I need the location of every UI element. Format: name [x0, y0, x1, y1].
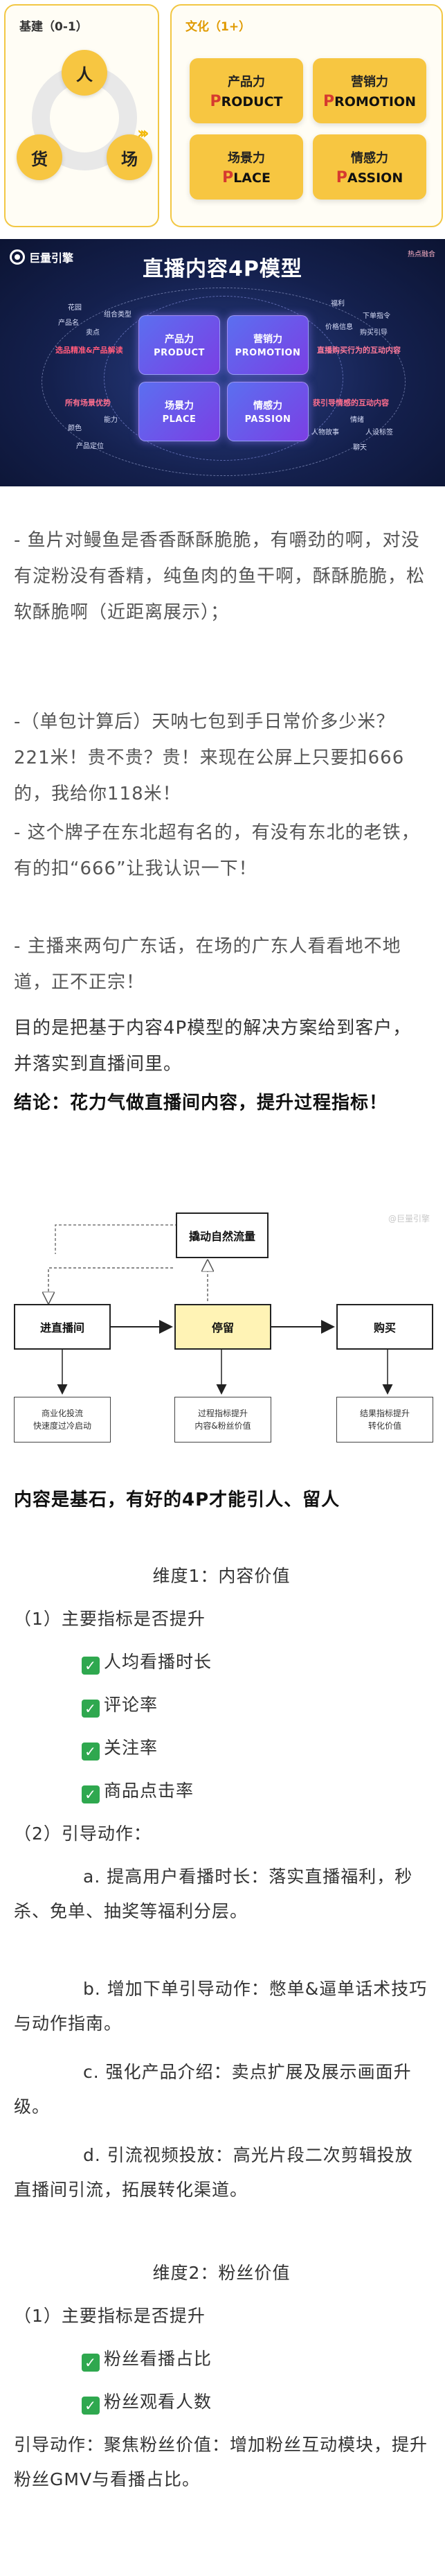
- script-paragraph-2: -（单包计算后）天呐七包到手日常价多少米？221米！贵不贵？贵！来现在公屏上只要…: [14, 712, 405, 804]
- bl-label: 所有场景优势: [65, 398, 111, 407]
- product-card: 产品力 PRODUCT: [190, 58, 303, 123]
- tl-item: 组合类型: [104, 311, 131, 319]
- figure-title: 直播内容4P模型: [143, 257, 302, 281]
- checklist-item: ✓商品点击率: [14, 1774, 428, 1808]
- check-icon: ✓: [82, 2397, 100, 2415]
- dimension-1-question: （1）主要指标是否提升: [14, 1609, 206, 1629]
- base-culture-figure: 基建（0-1） 人 货 场 ››› 文化（1+） 产品力 PRODUCT 营销力…: [0, 0, 445, 236]
- script-paragraph-4: - 主播来两句广东话，在场的广东人看看地不地道，正不正宗！: [14, 936, 401, 993]
- tr-item: 下单指令: [363, 312, 390, 320]
- base-title: 基建（0-1）: [19, 20, 88, 34]
- card-en: PROMOTION: [323, 92, 417, 110]
- promotion-card: 营销力 PROMOTION: [313, 58, 426, 123]
- check-icon: ✓: [82, 2354, 100, 2372]
- action-b: b. 增加下单引导动作：憋单&逼单话术技巧与动作指南。: [14, 1979, 428, 2034]
- action-c: c. 强化产品介绍：卖点扩展及展示画面升级。: [14, 2062, 412, 2117]
- card-cn: 情感力: [351, 150, 388, 166]
- organic-traffic-box: 撬动自然流量: [176, 1212, 269, 1258]
- check-icon: ✓: [82, 1700, 100, 1718]
- conclusion-paragraph: 结论：花力气做直播间内容，提升过程指标！: [14, 1093, 388, 1113]
- watermark: @巨量引擎: [388, 1214, 430, 1224]
- tr-label: 直播购买行为的互动内容: [317, 346, 401, 355]
- logo-text: 巨量引擎: [29, 252, 74, 265]
- outer-orbit: [42, 288, 406, 476]
- dimension-2-question: （1）主要指标是否提升: [14, 2306, 206, 2326]
- action-a: a. 提高用户看播时长：落实直播福利，秒杀、免单、抽奖等福利分层。: [14, 1867, 413, 1921]
- tl-item: 产品名: [58, 319, 79, 327]
- culture-panel: 文化（1+） 产品力 PRODUCT 营销力 PROMOTION 场景力 PLA…: [170, 4, 443, 227]
- tr-item: 价格信息: [325, 324, 353, 331]
- bl-item: 能力: [104, 416, 118, 424]
- tl-item: 卖点: [86, 329, 100, 337]
- enter-room-box: 进直播间: [14, 1304, 111, 1350]
- checklist-item: ✓粉丝观看人数: [14, 2385, 428, 2419]
- check-icon: ✓: [82, 1785, 100, 1803]
- br-label: 获引导情感的互动内容: [313, 398, 389, 407]
- checklist-item: ✓关注率: [14, 1731, 428, 1765]
- note-right: 结果指标提升 转化价值: [336, 1397, 433, 1443]
- inner-orbit: [104, 296, 343, 461]
- base-panel: 基建（0-1） 人 货 场: [4, 4, 159, 227]
- checklist-item: ✓粉丝看播占比: [14, 2342, 428, 2376]
- check-icon: ✓: [82, 1743, 100, 1761]
- traffic-flow-diagram: 撬动自然流量 进直播间 停留 购买 商业化投流 快速度过冷启动 过程指标提升 内…: [0, 1185, 445, 1469]
- note-left: 商业化投流 快速度过冷启动: [14, 1397, 111, 1443]
- purchase-box: 购买: [336, 1304, 433, 1350]
- logo-icon: [10, 249, 25, 265]
- tr-item: 福利: [331, 300, 345, 308]
- dimension-2-title: 维度2：粉丝价值: [152, 2263, 291, 2283]
- check-icon: ✓: [82, 1657, 100, 1675]
- card-cn: 场景力: [228, 150, 265, 166]
- flow-arrows: [0, 1224, 393, 1395]
- card-en: PASSION: [336, 168, 403, 186]
- script-paragraph-1: - 鱼片对鳗鱼是香香酥酥脆脆，有嚼劲的啊，对没有淀粉没有香精，纯鱼肉的鱼干啊，酥…: [14, 530, 426, 623]
- goods-node: 货: [17, 134, 62, 180]
- card-en: PLACE: [222, 168, 271, 186]
- br-item: 聊天: [353, 444, 367, 452]
- brand-logo: 巨量引擎: [10, 249, 73, 265]
- bl-item: 产品定位: [76, 443, 104, 450]
- section-heading: 内容是基石，有好的4P才能引人、留人: [14, 1490, 340, 1510]
- checklist-item: ✓评论率: [14, 1688, 428, 1722]
- tl-label: 选品精准&产品解读: [55, 346, 123, 355]
- stay-box: 停留: [174, 1304, 271, 1350]
- card-cn: 产品力: [228, 74, 265, 89]
- chevron-right-icon: ›››: [137, 123, 149, 143]
- checklist-item: ✓人均看播时长: [14, 1645, 428, 1679]
- people-node: 人: [62, 50, 107, 96]
- tl-item: 花园: [68, 304, 82, 312]
- br-item: 情绪: [350, 416, 364, 424]
- card-cn: 营销力: [351, 74, 388, 89]
- tr-item: 购买引导: [360, 329, 388, 337]
- place-node: 场: [107, 134, 152, 180]
- place-card: 场景力 PLACE: [190, 134, 303, 200]
- dimension-1-title: 维度1：内容价值: [152, 1566, 291, 1586]
- passion-card: 情感力 PASSION: [313, 134, 426, 200]
- purpose-paragraph: 目的是把基于内容4P模型的解决方案给到客户，并落实到直播间里。: [14, 1018, 412, 1075]
- card-en: PRODUCT: [210, 92, 283, 110]
- br-item: 人设标签: [365, 429, 393, 436]
- script-paragraph-3: - 这个牌子在东北超有名的，有没有东北的老铁，有的扣“666”让我认识一下！: [14, 822, 420, 879]
- corner-tag: 热点融合: [408, 251, 435, 258]
- dimension-2-action: 引导动作：聚焦粉丝价值：增加粉丝互动模块，提升粉丝GMV与看播占比。: [14, 2435, 428, 2489]
- culture-title: 文化（1+）: [185, 20, 251, 34]
- note-mid: 过程指标提升 内容&粉丝价值: [174, 1397, 271, 1443]
- action-d: d. 引流视频投放：高光片段二次剪辑投放直播间引流，拓展转化渠道。: [14, 2145, 413, 2200]
- dimension-1-actions-title: （2）引导动作：: [14, 1824, 152, 1844]
- br-item: 人物故事: [311, 429, 339, 436]
- bl-item: 颜色: [68, 425, 82, 432]
